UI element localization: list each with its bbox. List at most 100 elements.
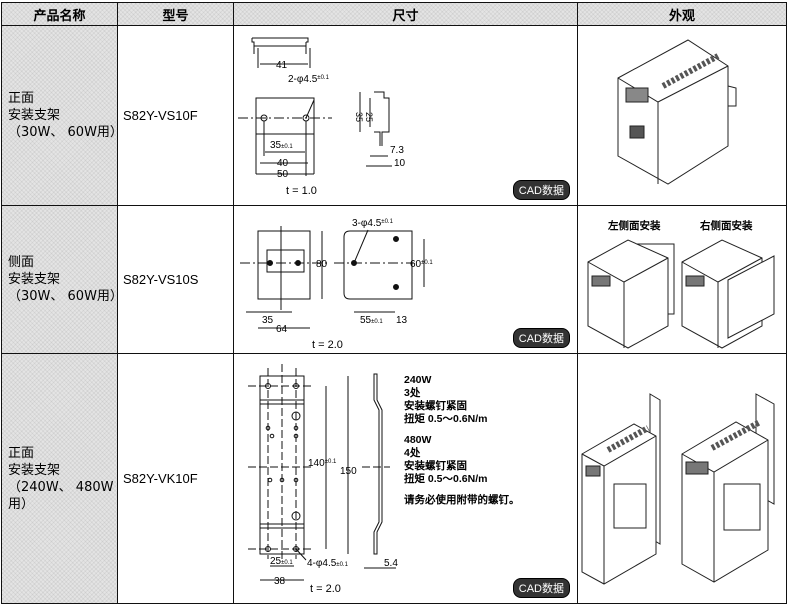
side-mount-illustrations (587, 239, 775, 349)
cad-data-button[interactable]: CAD数据 (513, 329, 569, 347)
side-plate-view (257, 230, 311, 300)
dim-5-4: 5.4 (384, 558, 398, 569)
appearance-cell (577, 25, 787, 206)
terminal-block (591, 275, 611, 287)
hole (295, 260, 301, 266)
header-product-name: 产品名称 (1, 2, 118, 26)
product-name-cell: 正面 安装支架 （30W、 60W用） (1, 25, 123, 206)
device-body (587, 239, 669, 349)
product-name-cell: 正面 安装支架 （240W、 480W用） (1, 353, 118, 604)
table-row: 正面 安装支架 （240W、 480W用） S82Y-VK10F (1, 353, 787, 604)
hole (293, 433, 299, 439)
dimension-drawing: 41 2-φ4.5±0.1 35±0.1 40 50 t = 1.0 (238, 37, 406, 197)
appearance-cell (577, 353, 787, 604)
dim-7-3: 7.3 (390, 145, 404, 156)
note-line: 扭矩 0.5～0.6N/m (404, 473, 488, 485)
hole (293, 383, 299, 389)
product-name-cell: 侧面 安装支架 （30W、 60W用） (1, 205, 123, 354)
thickness-label: t = 2.0 (310, 583, 341, 595)
hole (267, 260, 273, 266)
terminal-block (585, 465, 601, 477)
dim-13: 13 (396, 315, 408, 326)
plate-view (343, 230, 413, 300)
dim-10: 10 (394, 158, 406, 169)
header-model: 型号 (117, 2, 234, 26)
product-name-line: （30W、 60W用） (8, 289, 123, 304)
dim-60: 60±0.1 (410, 259, 433, 270)
cad-data-button[interactable]: CAD数据 (513, 181, 569, 199)
product-name-line: （240W、 480W用） (8, 479, 114, 512)
device-edge (681, 257, 763, 348)
holes-label: 4-φ4.5±0.1 (307, 558, 349, 569)
device-edge (587, 257, 669, 348)
front-view (255, 97, 315, 135)
appearance-cell: 左侧面安装 右侧面安装 (577, 205, 787, 354)
vent (661, 53, 720, 89)
vent (710, 419, 762, 451)
note-line: 480W (404, 434, 432, 446)
dim-55: 55±0.1 (360, 315, 383, 326)
note-line: 3处 (404, 387, 421, 399)
model-cell: S82Y-VS10F (117, 25, 234, 206)
holes-label: 3-φ4.5±0.1 (352, 218, 394, 229)
hole (293, 425, 299, 431)
bracket-side-view (373, 373, 383, 555)
din-bracket (266, 249, 305, 273)
hole (293, 546, 299, 552)
dim-35: 35 (262, 315, 274, 326)
dimensions-cell: 41 2-φ4.5±0.1 35±0.1 40 50 t = 1.0 (233, 25, 578, 206)
product-name-line: 安装支架 (8, 462, 61, 478)
dim-40: 40 (277, 158, 289, 169)
side-view (374, 91, 390, 146)
note-footer: 请务必使用附带的螺钉。 (404, 494, 520, 506)
dimensions-cell: 140±0.1 150 25±0.1 4-φ4.5±0.1 38 t = 2.0… (233, 353, 578, 604)
product-name-line: 正面 (8, 91, 35, 106)
slot (291, 411, 301, 421)
header-appearance: 外观 (577, 2, 787, 26)
table-row: 正面 安装支架 （30W、 60W用） S82Y-VS10F 41 2-φ4.5… (1, 25, 787, 206)
dimension-drawing: 140±0.1 150 25±0.1 4-φ4.5±0.1 38 t = 2.0… (248, 364, 398, 595)
dim-38: 38 (274, 576, 286, 587)
note-line: 240W (404, 374, 432, 386)
right-side-mount-label: 右侧面安装 (700, 220, 753, 232)
terminal-block (629, 125, 645, 139)
terminal-block (685, 461, 709, 475)
product-name-line: 侧面 (8, 255, 35, 270)
hole (293, 477, 299, 483)
left-side-mount-label: 左侧面安装 (608, 220, 661, 232)
din-clip (727, 85, 737, 107)
note-line: 安装螺钉紧固 (404, 460, 467, 472)
product-name-line: 正面 (8, 445, 35, 461)
device-body (617, 39, 729, 185)
cad-data-button[interactable]: CAD数据 (513, 579, 569, 597)
header-row: 产品名称 型号 尺寸 外观 (1, 2, 787, 26)
device-edge (681, 439, 769, 582)
mounting-notes: 240W 3处 安装螺钉紧固 扭矩 0.5～0.6N/m 480W 4处 安装螺… (404, 374, 520, 507)
device-edge (617, 65, 729, 184)
hole (269, 433, 275, 439)
device-edge (581, 435, 657, 584)
leader-line (305, 99, 315, 119)
dim-25: 25±0.1 (270, 556, 293, 567)
dim-41: 41 (276, 60, 288, 71)
dim-80: 80 (316, 259, 328, 270)
product-name-line: 安装支架 (8, 108, 61, 123)
leader-line (353, 229, 369, 264)
note-line: 4处 (404, 447, 421, 459)
dim-35: 35±0.1 (270, 140, 293, 151)
hole (279, 477, 285, 483)
thickness-label: t = 1.0 (286, 185, 317, 197)
hole (393, 284, 399, 290)
product-name-line: 安装支架 (8, 272, 61, 287)
model-cell: S82Y-VK10F (117, 353, 234, 604)
hole (265, 546, 271, 552)
dim-35-vert: 35 (354, 112, 364, 122)
holes-label: 2-φ4.5±0.1 (288, 74, 330, 85)
slot (291, 511, 301, 521)
hole (265, 425, 271, 431)
side-plate (727, 255, 775, 339)
note-line: 安装螺钉紧固 (404, 400, 467, 412)
header-dimensions: 尺寸 (233, 2, 578, 26)
thickness-label: t = 2.0 (312, 339, 343, 351)
